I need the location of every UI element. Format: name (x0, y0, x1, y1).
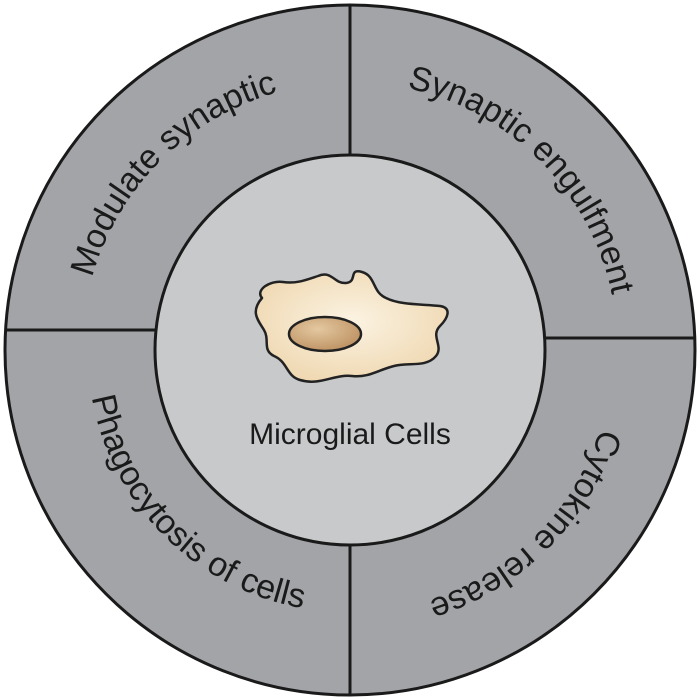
cell-nucleus (287, 315, 363, 353)
microglial-cell-icon (254, 270, 449, 383)
center-label: Microglial Cells (249, 418, 451, 451)
center-circle-outline (153, 153, 547, 547)
